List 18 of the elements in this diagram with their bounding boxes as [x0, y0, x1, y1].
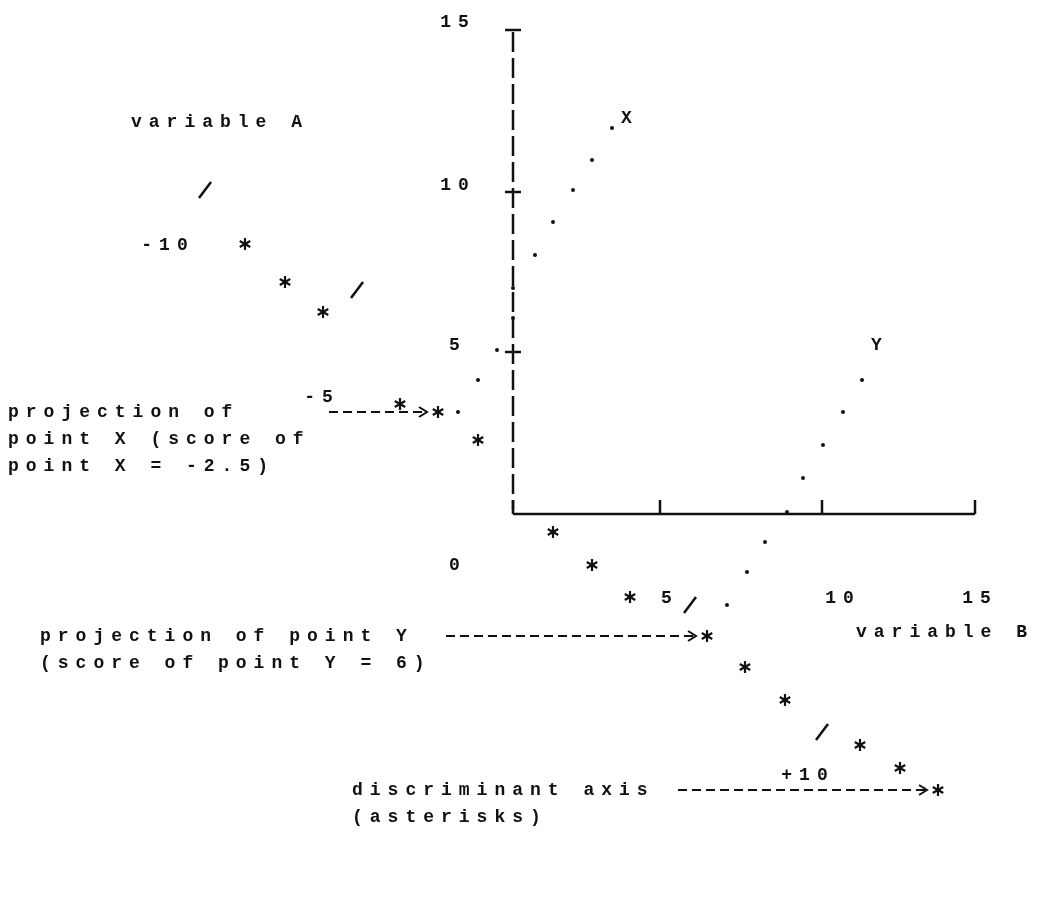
axis-label: 5 — [661, 587, 679, 609]
axis-label: Y — [871, 334, 889, 356]
axis-label: -10 — [141, 234, 195, 256]
axis-label: 5 — [449, 334, 467, 356]
axis-label: 15 — [962, 587, 998, 609]
axis-label: X — [621, 107, 639, 129]
arrow — [445, 630, 697, 642]
arrow — [328, 406, 428, 418]
arrow — [677, 784, 928, 796]
axis-label: +10 — [781, 764, 835, 786]
axis-label: 10 — [440, 174, 476, 196]
axis-label: variable B — [856, 621, 1034, 643]
annotation-text: projection of point Y (score of point Y = 6) — [40, 623, 440, 677]
annotation-text: discriminant axis (asterisks) — [352, 777, 672, 831]
axis-label: 10 — [825, 587, 861, 609]
axis-label: 15 — [440, 11, 476, 33]
axis-label: variable A — [131, 111, 309, 133]
axis-label: 0 — [449, 554, 467, 576]
